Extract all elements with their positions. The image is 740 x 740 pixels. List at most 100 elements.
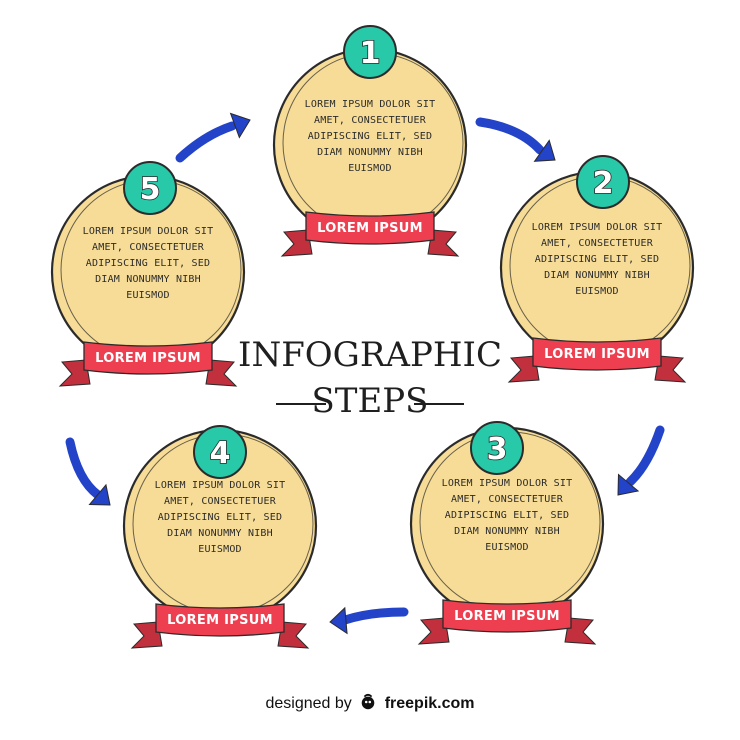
ribbon-tail-right: [427, 229, 460, 257]
step-text-line: ADIPISCING ELIT, SED: [535, 254, 659, 265]
step-3: LOREM IPSUM DOLOR SIT AMET, CONSECTETUER A…: [409, 421, 605, 645]
step-ribbon: LOREM IPSUM: [280, 211, 460, 257]
step-text-line: ADIPISCING ELIT, SED: [445, 510, 569, 521]
ribbon-banner: [305, 211, 435, 245]
step-text-line: DIAM NONUMMY NIBH: [95, 274, 201, 285]
step-text-line: DIAM NONUMMY NIBH: [167, 528, 273, 539]
badge-number: 3: [487, 432, 508, 467]
ribbon-label: LOREM IPSUM: [544, 347, 650, 362]
badge-circle: [576, 155, 630, 209]
arrow-2-to-3: [617, 425, 665, 496]
center-title: INFOGRAPHIC STEPS: [238, 335, 502, 421]
step-text: LOREM IPSUM DOLOR SIT AMET, CONSECTETUER A…: [442, 478, 573, 553]
step-text-line: ADIPISCING ELIT, SED: [86, 258, 210, 269]
step-text: LOREM IPSUM DOLOR SIT AMET, CONSECTETUER A…: [83, 226, 214, 301]
ribbon-tail-left: [130, 621, 163, 649]
step-text-line: ADIPISCING ELIT, SED: [308, 131, 432, 142]
step-text-line: ADIPISCING ELIT, SED: [158, 512, 282, 523]
step-4: LOREM IPSUM DOLOR SIT AMET, CONSECTETUER A…: [122, 425, 318, 649]
ribbon-tail-left: [417, 617, 450, 645]
step-text-line: DIAM NONUMMY NIBH: [454, 526, 560, 537]
step-text-line: AMET, CONSECTETUER: [451, 494, 564, 505]
step-text-line: EUISMOD: [485, 542, 529, 553]
arrow-3-to-4: [329, 606, 409, 635]
step-ribbon: LOREM IPSUM: [507, 337, 687, 383]
step-text-line: AMET, CONSECTETUER: [92, 242, 205, 253]
step-number-badge: 5: [123, 161, 177, 215]
title-line-1: INFOGRAPHIC: [238, 335, 502, 375]
badge-number: 2: [593, 166, 614, 201]
arrow-head: [229, 112, 251, 139]
ribbon-tail-left: [280, 229, 313, 257]
arrow-head: [617, 473, 640, 496]
step-text-line: LOREM IPSUM DOLOR SIT: [532, 222, 663, 233]
ribbon-tail-right: [654, 355, 687, 383]
arrow-head: [329, 606, 348, 635]
arrow-shaft: [475, 117, 545, 155]
arrow-5-to-1: [175, 112, 251, 163]
ribbon-label: LOREM IPSUM: [167, 613, 273, 628]
arrow-1-to-2: [475, 117, 556, 162]
badge-circle: [193, 425, 247, 479]
step-ribbon: LOREM IPSUM: [58, 341, 238, 387]
step-number-badge: 1: [343, 25, 397, 79]
step-text-line: LOREM IPSUM DOLOR SIT: [442, 478, 573, 489]
step-text-line: EUISMOD: [348, 163, 392, 174]
badge-number: 1: [360, 36, 381, 71]
ribbon-banner: [442, 599, 572, 633]
badge-circle: [470, 421, 524, 475]
step-text: LOREM IPSUM DOLOR SIT AMET, CONSECTETUER A…: [155, 480, 286, 555]
arrow-shaft: [340, 607, 409, 625]
footer-brand: freepik.com: [384, 695, 475, 712]
step-text-line: LOREM IPSUM DOLOR SIT: [83, 226, 214, 237]
step-ribbon: LOREM IPSUM: [130, 603, 310, 649]
badge-circle: [343, 25, 397, 79]
flow-arrows: [65, 112, 665, 635]
step-5: LOREM IPSUM DOLOR SIT AMET, CONSECTETUER A…: [50, 161, 246, 387]
badge-circle: [123, 161, 177, 215]
arrow-shaft: [65, 437, 103, 500]
freepik-logo-icon: [361, 693, 375, 710]
badge-number: 4: [210, 436, 231, 471]
step-text-line: AMET, CONSECTETUER: [541, 238, 654, 249]
step-text: LOREM IPSUM DOLOR SIT AMET, CONSECTETUER A…: [532, 222, 663, 297]
step-number-badge: 2: [576, 155, 630, 209]
step-number-badge: 4: [193, 425, 247, 479]
step-ribbon: LOREM IPSUM: [417, 599, 597, 645]
step-text-line: EUISMOD: [575, 286, 619, 297]
ribbon-tail-left: [58, 359, 91, 387]
ribbon-label: LOREM IPSUM: [454, 609, 560, 624]
ribbon-banner: [83, 341, 213, 375]
ribbon-tail-left: [507, 355, 540, 383]
badge-number: 5: [140, 172, 161, 207]
step-2: LOREM IPSUM DOLOR SIT AMET, CONSECTETUER A…: [499, 155, 695, 383]
ribbon-tail-right: [564, 617, 597, 645]
ribbon-tail-right: [205, 359, 238, 387]
ribbon-label: LOREM IPSUM: [317, 221, 423, 236]
step-text-line: DIAM NONUMMY NIBH: [317, 147, 423, 158]
footer-prefix: designed by: [265, 695, 352, 712]
arrow-head: [88, 483, 111, 506]
step-text-line: AMET, CONSECTETUER: [314, 115, 427, 126]
ribbon-label: LOREM IPSUM: [95, 351, 201, 366]
step-text-line: EUISMOD: [198, 544, 242, 555]
steps-group: LOREM IPSUM DOLOR SIT AMET, CONSECTETUER A…: [50, 25, 695, 649]
ribbon-banner: [532, 337, 662, 371]
step-text-line: LOREM IPSUM DOLOR SIT: [155, 480, 286, 491]
arrow-shaft: [175, 121, 237, 163]
step-text-line: AMET, CONSECTETUER: [164, 496, 277, 507]
step-text-line: LOREM IPSUM DOLOR SIT: [305, 99, 436, 110]
step-text: LOREM IPSUM DOLOR SIT AMET, CONSECTETUER A…: [305, 99, 436, 174]
step-text-line: DIAM NONUMMY NIBH: [544, 270, 650, 281]
footer-credit: designed by freepik.com: [0, 693, 740, 713]
title-line-2: STEPS: [312, 381, 429, 421]
ribbon-tail-right: [277, 621, 310, 649]
arrow-head: [533, 139, 556, 162]
step-1: LOREM IPSUM DOLOR SIT AMET, CONSECTETUER A…: [272, 25, 468, 257]
arrow-shaft: [625, 425, 665, 487]
step-number-badge: 3: [470, 421, 524, 475]
step-text-line: EUISMOD: [126, 290, 170, 301]
arrow-4-to-5: [65, 437, 111, 506]
ribbon-banner: [155, 603, 285, 637]
